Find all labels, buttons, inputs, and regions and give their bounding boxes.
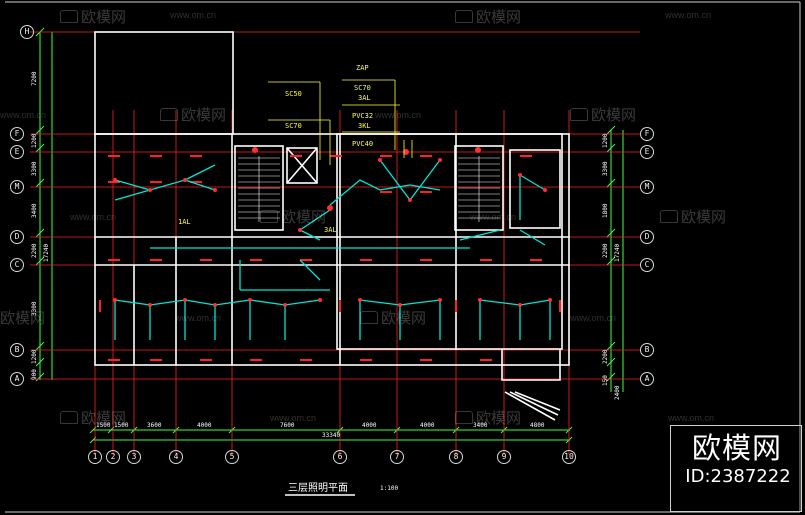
dim-right-4: 17240 <box>614 244 621 262</box>
drawing-frame <box>5 1 801 513</box>
annotation-3al: 3AL <box>358 94 371 102</box>
dim-right-7: 2400 <box>614 385 621 400</box>
drawing-title-text: 三层照明平面 <box>288 482 348 494</box>
annotation-3kl: 3KL <box>358 122 371 130</box>
dim-left-1: 1200 <box>31 133 38 148</box>
dim-right-0: 1200 <box>602 133 609 148</box>
dim-bottom-6: 4000 <box>420 422 435 429</box>
dim-left-2: 3300 <box>31 161 38 176</box>
annotation-sc50: SC50 <box>285 90 302 98</box>
dim-bottom-8: 4800 <box>530 422 545 429</box>
dim-bottom-0: 1500 <box>96 422 111 429</box>
dim-bottom-7: 3400 <box>473 422 488 429</box>
dim-left-0: 7200 <box>31 71 38 86</box>
annotation-sc70: SC70 <box>285 122 302 130</box>
dim-bottom-5: 4000 <box>362 422 377 429</box>
dim-right-3: 2200 <box>602 243 609 258</box>
annotation-leaders <box>268 79 413 165</box>
dim-bottom-4: 7600 <box>280 422 295 429</box>
dim-right-6: 150 <box>602 375 609 386</box>
dim-bottom-2: 3600 <box>147 422 162 429</box>
annotation-3al-room: 3AL <box>324 226 337 234</box>
dim-bottom-1: 1500 <box>114 422 129 429</box>
annotation-zap: ZAP <box>356 64 369 72</box>
dim-left-7: 1200 <box>31 349 38 364</box>
stair-treads <box>238 156 500 222</box>
dim-right-2: 1800 <box>602 203 609 218</box>
annotation-1al: 1AL <box>178 218 191 226</box>
dim-right-1: 3300 <box>602 161 609 176</box>
annotation-labels: ZAP SC70 SC50 SC70 3AL PVC32 3KL PVC40 3… <box>178 64 373 234</box>
dim-left-3: 3400 <box>31 203 38 218</box>
drawing-scale-text: 1:100 <box>380 485 398 492</box>
dim-bottom-3: 4000 <box>197 422 212 429</box>
partition-marks <box>99 155 561 361</box>
dim-left-4: 2200 <box>31 243 38 258</box>
dim-left-5: 17240 <box>43 244 50 262</box>
dim-bottom-total: 33340 <box>322 432 340 439</box>
light-fixtures <box>113 147 552 307</box>
dimension-labels: 7200 1200 3300 3400 2200 17240 3300 1200… <box>31 71 621 439</box>
drawing-title: 三层照明平面 1:100 <box>285 482 398 496</box>
dim-left-6: 3300 <box>31 301 38 316</box>
annotation-pvc32: PVC32 <box>352 112 373 120</box>
building-walls <box>94 31 570 421</box>
dim-right-5: 2200 <box>602 349 609 364</box>
annotation-pvc40: PVC40 <box>352 140 373 148</box>
dim-left-8: 900 <box>31 369 38 380</box>
annotation-sc70-top: SC70 <box>354 84 371 92</box>
